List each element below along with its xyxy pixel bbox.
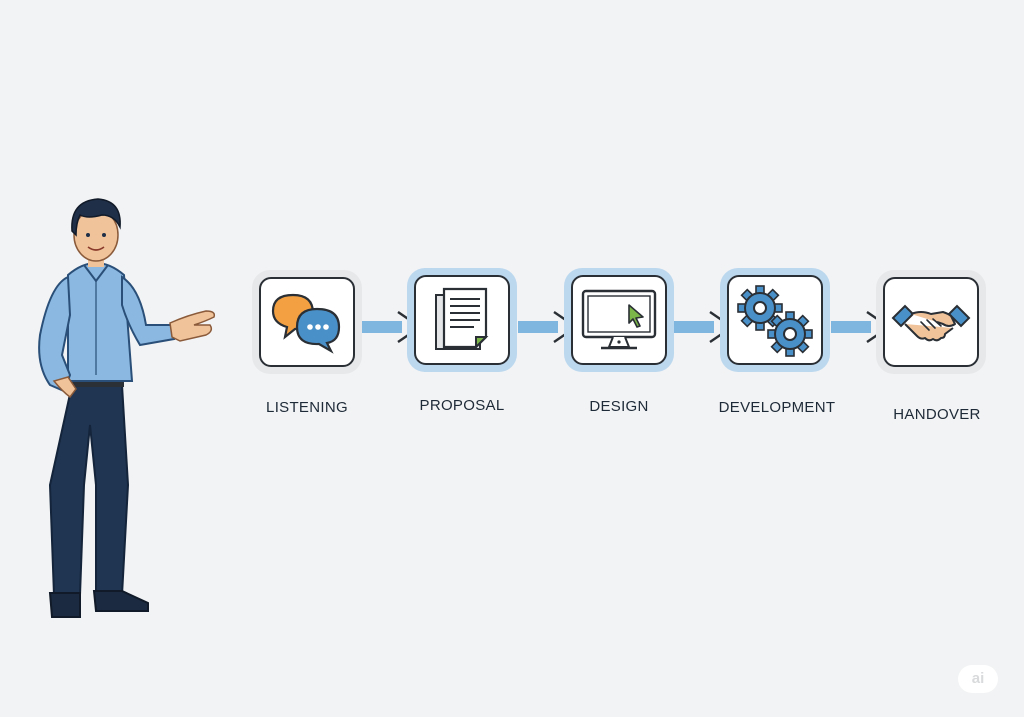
step-proposal-card (414, 275, 510, 365)
step-handover (876, 270, 986, 374)
step-label-development: DEVELOPMENT (718, 399, 836, 416)
presenter-figure (38, 198, 216, 618)
document-icon (435, 287, 489, 350)
gears-icon (737, 285, 813, 357)
chat-bubbles-icon (271, 293, 341, 354)
step-listening-card (259, 277, 355, 367)
step-design-card (571, 275, 667, 365)
step-design (564, 268, 674, 372)
step-label-handover: HANDOVER (893, 406, 981, 423)
step-development-card (727, 275, 823, 365)
step-label-design: DESIGN (589, 398, 649, 415)
step-development (720, 268, 830, 372)
step-handover-card (883, 277, 979, 367)
step-proposal (407, 268, 517, 372)
handshake-icon (891, 304, 971, 342)
watermark-logo: ai (958, 665, 998, 693)
step-label-proposal: PROPOSAL (419, 397, 505, 414)
step-label-listening: LISTENING (266, 399, 348, 416)
monitor-cursor-icon (581, 289, 657, 350)
step-listening (252, 270, 362, 374)
